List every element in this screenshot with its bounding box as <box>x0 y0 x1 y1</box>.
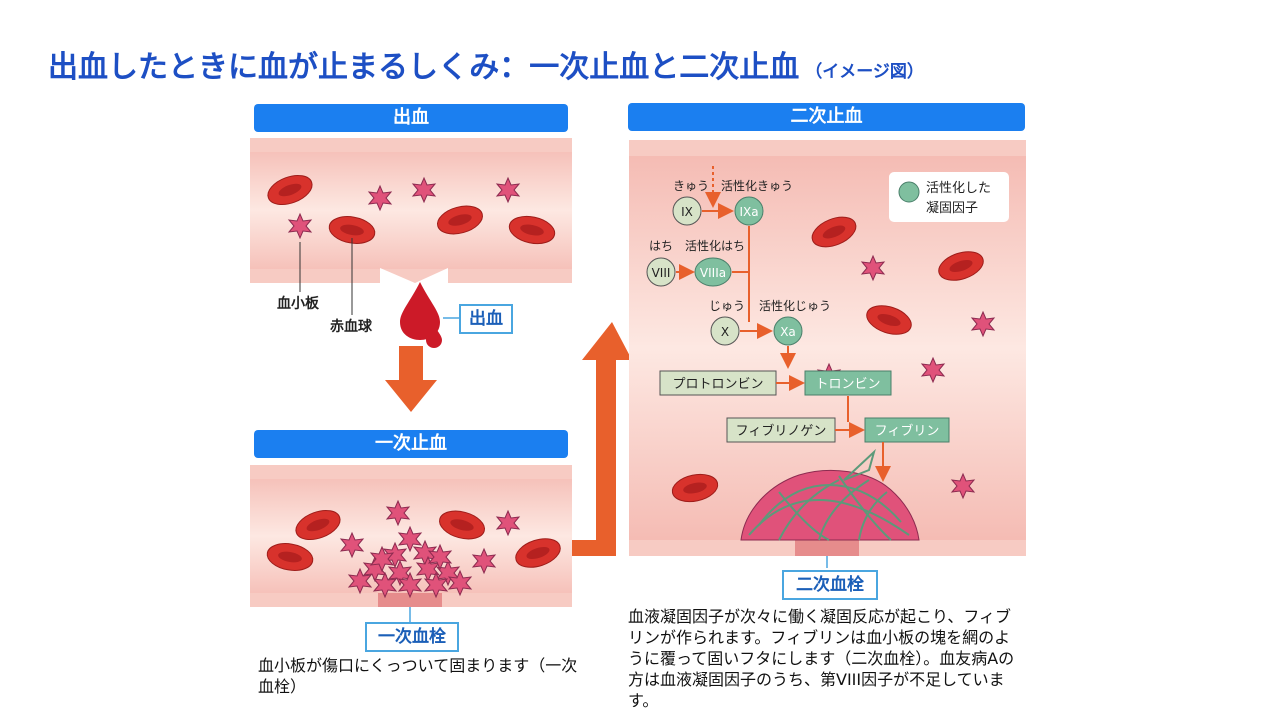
secondary-clot <box>740 448 920 541</box>
primary-vessel <box>250 465 572 625</box>
xa-label: Xa <box>780 325 796 339</box>
platelet-label: 血小板 <box>277 296 319 312</box>
header-primary: 一次止血 <box>254 430 568 458</box>
viiia-reading: 活性化はち <box>685 239 745 253</box>
viii-label: VIII <box>652 266 671 280</box>
ixa-label: IXa <box>739 205 758 219</box>
connector-arrow <box>572 322 632 556</box>
wound-illustration <box>299 238 460 348</box>
rbc-label: 赤血球 <box>330 319 372 335</box>
down-arrow <box>385 346 437 412</box>
header-secondary: 二次止血 <box>628 103 1025 131</box>
ix-reading: きゅう <box>673 179 709 193</box>
xa-reading: 活性化じゅう <box>759 299 831 313</box>
factor-xa <box>773 316 803 346</box>
fibrin-box <box>864 417 950 443</box>
ixa-reading: 活性化きゅう <box>721 179 793 193</box>
secondary-description: 血液凝固因子が次々に働く凝固反応が起こり、フィブリンが作られます。フィブリンは血… <box>628 607 1015 710</box>
legend-box <box>889 172 1009 222</box>
bleeding-callout: 出血 <box>459 304 513 334</box>
fibrin-label: フィブリン <box>875 423 940 439</box>
bleeding-vessel <box>250 138 572 283</box>
prothrombin-label: プロトロンビン <box>672 377 763 392</box>
page-title: 出血したときに血が止まるしくみ：一次止血と二次止血（イメージ図） <box>48 42 924 86</box>
fibrinogen-label: フィブリノゲン <box>736 423 827 439</box>
ix-label: IX <box>681 205 693 219</box>
factor-x <box>710 316 740 346</box>
factor-ix <box>672 196 702 226</box>
factor-ixa <box>734 196 764 226</box>
thrombin-label: トロンビン <box>815 377 880 392</box>
viiia-label: VIIIa <box>700 266 726 280</box>
factor-viiia <box>694 257 732 287</box>
active-factor-legend-icon <box>898 181 920 203</box>
primary-description: 血小板が傷口にくっついて固まります（一次血栓） <box>258 656 578 696</box>
title-note: （イメージ図） <box>805 62 924 82</box>
secondary-vessel <box>629 140 1026 568</box>
coagulation-cascade-labels: きゅう 活性化きゅう IX IXa はち 活性化はち VIII VIIIa じゅ… <box>649 179 991 439</box>
factor-viii <box>646 257 676 287</box>
fibrinogen-box <box>726 417 836 443</box>
viii-reading: はち <box>649 239 673 253</box>
x-reading: じゅう <box>709 299 745 313</box>
x-label: X <box>721 325 729 339</box>
header-bleeding: 出血 <box>254 104 568 132</box>
title-main: 出血したときに血が止まるしくみ：一次止血と二次止血 <box>48 50 800 85</box>
prothrombin-box <box>659 370 777 396</box>
secondary-callout: 二次血栓 <box>782 570 878 600</box>
thrombin-box <box>804 370 892 396</box>
legend-line-2: 凝固因子 <box>926 200 978 216</box>
legend-line-1: 活性化した <box>926 181 991 196</box>
primary-callout: 一次血栓 <box>365 622 459 652</box>
